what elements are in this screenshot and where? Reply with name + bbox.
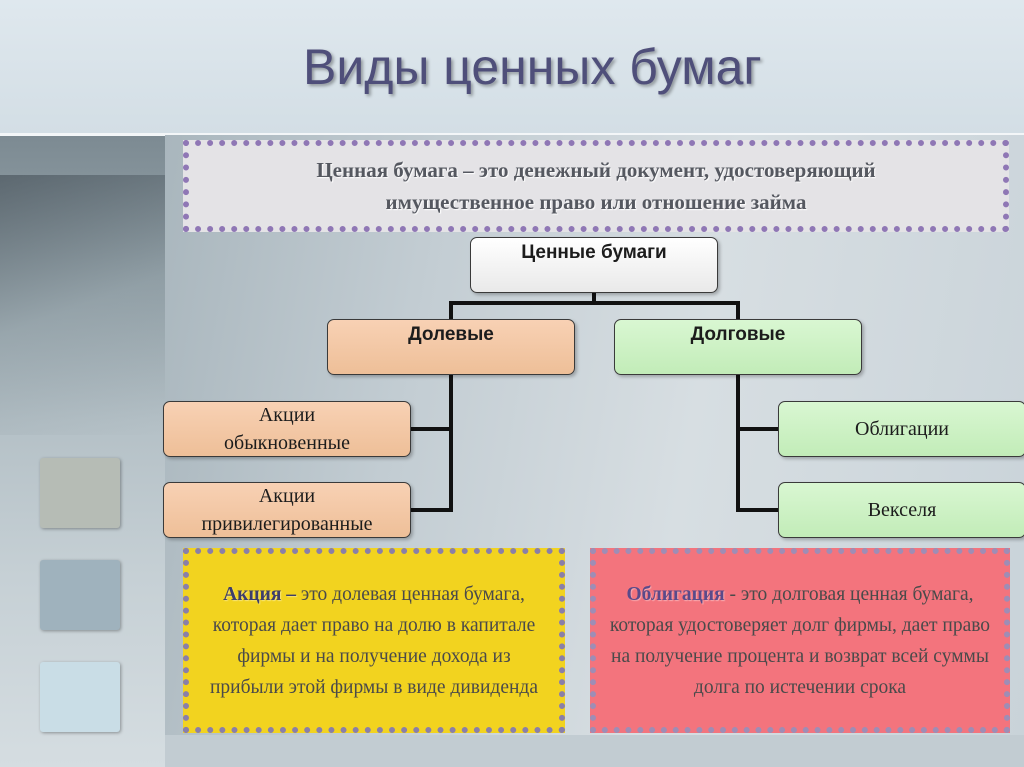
share-definition-note: Акция – это долевая ценная бумага, котор… bbox=[183, 548, 565, 733]
decorative-square-3 bbox=[40, 662, 120, 732]
node-debt-label: Долговые bbox=[690, 324, 786, 345]
node-securities: Ценные бумаги bbox=[470, 237, 718, 293]
share-term: Акция – bbox=[223, 583, 297, 605]
definition-text: Ценная бумага – это денежный документ, у… bbox=[316, 158, 876, 214]
node-bonds: Облигации bbox=[778, 401, 1024, 457]
definition-box: Ценная бумага – это денежный документ, у… bbox=[183, 140, 1009, 232]
header-band: Виды ценных бумаг bbox=[0, 0, 1024, 136]
bond-definition-text: - это долговая ценная бумага, которая уд… bbox=[609, 583, 991, 698]
page-title: Виды ценных бумаг bbox=[303, 39, 762, 95]
bottom-strip bbox=[165, 735, 1024, 767]
share-definition-text: это долевая ценная бумага, которая дает … bbox=[210, 583, 538, 698]
node-common-shares: Акции обыкновенные bbox=[163, 401, 411, 457]
decorative-square-1 bbox=[40, 458, 120, 528]
node-securities-label: Ценные бумаги bbox=[521, 242, 667, 263]
left-background-panel bbox=[0, 135, 165, 767]
node-common-shares-label: Акции обыкновенные bbox=[224, 404, 350, 454]
bond-term: Облигация bbox=[626, 583, 725, 605]
node-bonds-label: Облигации bbox=[855, 418, 949, 440]
node-equity: Долевые bbox=[327, 319, 575, 375]
node-debt: Долговые bbox=[614, 319, 862, 375]
node-equity-label: Долевые bbox=[408, 324, 494, 345]
decorative-square-2 bbox=[40, 560, 120, 630]
node-preferred-shares: Акции привилегированные bbox=[163, 482, 411, 538]
node-preferred-shares-label: Акции привилегированные bbox=[201, 485, 373, 535]
bond-definition-note: Облигация - это долговая ценная бумага, … bbox=[590, 548, 1010, 733]
node-bills-label: Векселя bbox=[867, 499, 937, 521]
share-definition-paragraph: Акция – это долевая ценная бумага, котор… bbox=[199, 579, 549, 703]
node-bills: Векселя bbox=[778, 482, 1024, 538]
bond-definition-paragraph: Облигация - это долговая ценная бумага, … bbox=[606, 579, 994, 703]
